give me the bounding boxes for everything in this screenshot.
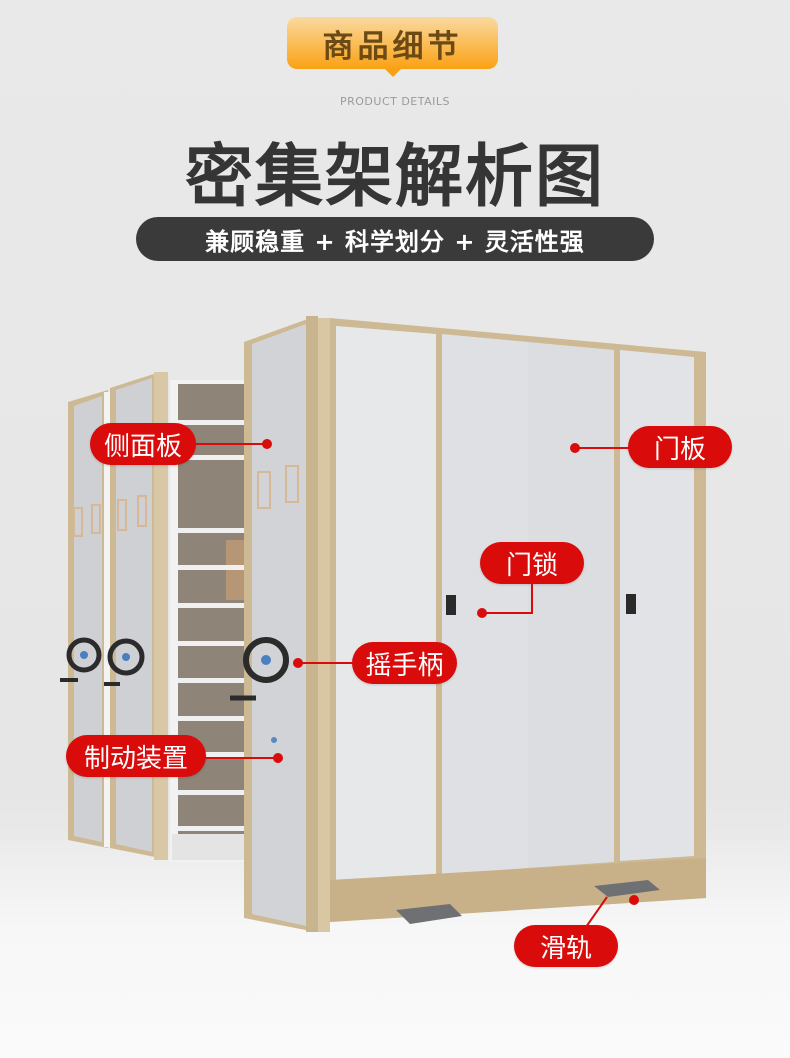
tagline-text: 兼顾稳重 + 科学划分 + 灵活性强 (205, 227, 585, 256)
marker-hand-crank (293, 658, 303, 668)
callout-hand-crank-label: 摇手柄 (365, 650, 444, 681)
leader-line-hand-crank (300, 662, 354, 664)
slide-rails (396, 880, 660, 924)
leader-line-door-lock-v (531, 582, 533, 613)
callout-door-panel: 门板 (628, 426, 732, 468)
shelving-unit-far-left (60, 390, 110, 848)
callout-door-panel-label: 门板 (653, 434, 706, 465)
callout-slide-rail: 滑轨 (514, 925, 618, 967)
front-unit-side-panel (230, 316, 330, 932)
front-unit-doors (330, 318, 706, 922)
leader-line-door-lock-h (484, 612, 533, 614)
callout-brake-device: 制动装置 (66, 735, 206, 777)
callout-hand-crank: 摇手柄 (352, 642, 457, 684)
leader-line-side-panel (194, 443, 266, 445)
callout-brake-device-label: 制动装置 (83, 743, 188, 774)
leader-line-door-panel (576, 447, 630, 449)
callout-door-lock-label: 门锁 (505, 550, 558, 581)
badge-label: 商品细节 (322, 28, 463, 65)
callout-side-panel: 侧面板 (90, 423, 196, 465)
marker-door-panel (570, 443, 580, 453)
leader-line-brake-device (204, 757, 278, 759)
product-details-badge: 商品细节 (287, 17, 498, 77)
marker-brake-device (273, 753, 283, 763)
callout-door-lock: 门锁 (480, 542, 584, 584)
callout-side-panel-label: 侧面板 (103, 431, 182, 462)
subtitle-english: PRODUCT DETAILS (339, 95, 451, 108)
page-title: 密集架解析图 (184, 138, 605, 217)
marker-side-panel (262, 439, 272, 449)
marker-slide-rail (629, 895, 639, 905)
tagline-banner: 兼顾稳重 + 科学划分 + 灵活性强 (136, 217, 654, 261)
marker-door-lock (477, 608, 487, 618)
callout-slide-rail-label: 滑轨 (539, 933, 592, 964)
